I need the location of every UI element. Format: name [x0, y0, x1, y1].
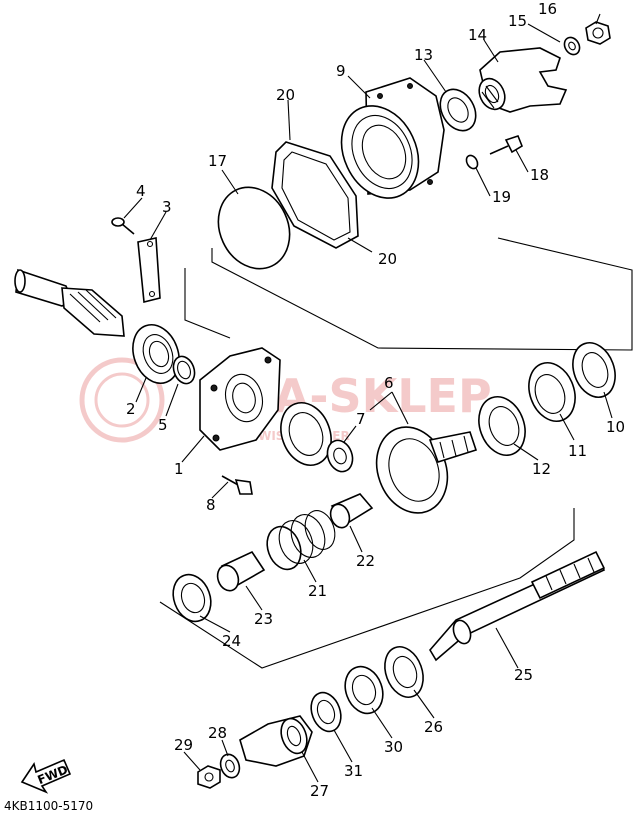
- label-15: 15: [508, 12, 527, 30]
- label-24: 24: [222, 632, 241, 650]
- watermark-logo-inner: [94, 372, 150, 428]
- label-3: 3: [162, 198, 172, 216]
- label-8: 8: [206, 496, 216, 514]
- label-25: 25: [514, 666, 533, 684]
- label-26: 26: [424, 718, 443, 736]
- part-28-washer: [219, 753, 241, 779]
- part-7-bushing: [326, 439, 354, 473]
- label-20b: 20: [378, 250, 397, 268]
- label-20a: 20: [276, 86, 295, 104]
- label-16: 16: [538, 0, 557, 18]
- part-5-ring: [172, 355, 196, 385]
- leader-lines: [123, 13, 613, 783]
- label-4: 4: [136, 182, 146, 200]
- label-14: 14: [468, 26, 487, 44]
- part-6-ring-gear-set: [280, 402, 478, 514]
- part-14-yoke: [478, 47, 568, 113]
- upper-group-outline: [211, 237, 633, 351]
- part-8-bolt: [221, 475, 253, 495]
- label-11: 11: [568, 442, 587, 460]
- part-2-bearing: [132, 324, 180, 384]
- drawing-code: 4KB1100-5170: [4, 799, 93, 813]
- group-outlines: [159, 237, 633, 669]
- label-12: 12: [532, 460, 551, 478]
- label-7: 7: [356, 410, 366, 428]
- shaft-group-outline: [159, 508, 575, 669]
- part-29-nut: [197, 765, 221, 789]
- label-17: 17: [208, 152, 227, 170]
- part-22-collar: [329, 493, 374, 529]
- part-17-shim: [217, 186, 291, 270]
- label-23: 23: [254, 610, 273, 628]
- pinion-shaft: [14, 268, 125, 337]
- watermark-logo-ring: [79, 357, 165, 443]
- part-3-bracket: [137, 237, 161, 304]
- part-10-bearing: [572, 342, 616, 398]
- fwd-direction-arrow: FWD: [20, 758, 72, 794]
- part-number-labels: 16 15 14 13 9 20 17 18 19 20 4 3 2 5 1 8…: [126, 0, 625, 800]
- label-6: 6: [384, 374, 394, 392]
- part-12-bearing: [478, 396, 526, 456]
- part-9-bearing-housing: [340, 77, 445, 199]
- label-29: 29: [174, 736, 193, 754]
- part-25-drive-shaft: [429, 550, 606, 662]
- part-11-nut-ring: [528, 362, 576, 422]
- part-15-washer: [563, 36, 581, 56]
- part-27-yoke: [239, 715, 313, 767]
- part-1-gear-case: [199, 347, 281, 451]
- label-10: 10: [606, 418, 625, 436]
- label-21: 21: [308, 582, 327, 600]
- label-28: 28: [208, 724, 227, 742]
- part-16-nut: [585, 21, 611, 45]
- label-2: 2: [126, 400, 136, 418]
- part-13-oil-seal: [439, 88, 477, 132]
- part-4-screw: [111, 217, 135, 235]
- label-1: 1: [174, 460, 184, 478]
- bracket-group-outline: [184, 268, 231, 339]
- label-27: 27: [310, 782, 329, 800]
- part-26-bearing: [384, 646, 424, 698]
- label-13: 13: [414, 46, 433, 64]
- label-9: 9: [336, 62, 346, 80]
- part-18-bolt: [489, 135, 523, 155]
- part-31-seal: [310, 691, 342, 733]
- label-31: 31: [344, 762, 363, 780]
- label-5: 5: [158, 416, 168, 434]
- part-19-washer: [465, 154, 479, 170]
- part-21-spring: [266, 510, 336, 571]
- label-30: 30: [384, 738, 403, 756]
- label-19: 19: [492, 188, 511, 206]
- part-20-gasket: [271, 141, 359, 249]
- label-18: 18: [530, 166, 549, 184]
- part-30-nut-ring: [344, 665, 384, 715]
- label-22: 22: [356, 552, 375, 570]
- part-24-bearing: [172, 573, 212, 623]
- part-23-sleeve: [216, 550, 266, 592]
